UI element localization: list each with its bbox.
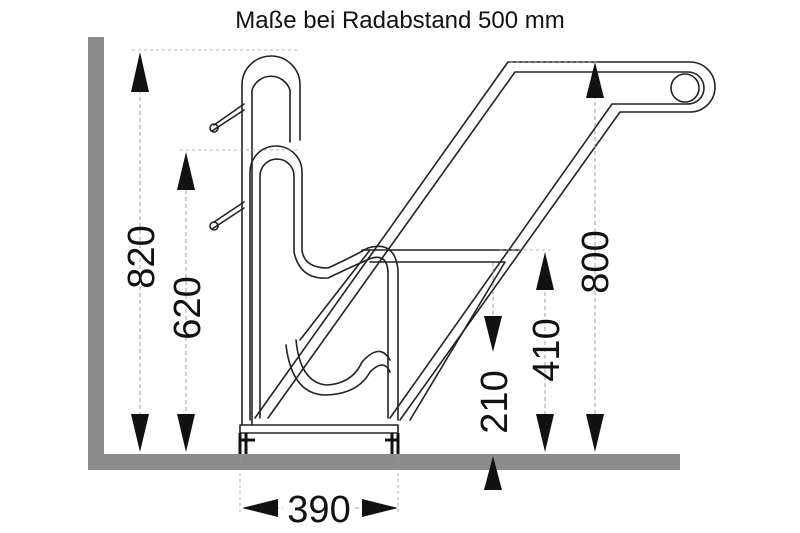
arrow-800-down	[586, 414, 604, 452]
platform	[361, 249, 521, 421]
dim-label-390: 390	[287, 489, 350, 531]
dim-label-800: 800	[575, 230, 617, 293]
inner-holder-inner	[259, 158, 389, 419]
dim-label-820: 820	[121, 225, 163, 288]
upper-arm-end	[209, 123, 219, 133]
arrow-390-right	[362, 499, 398, 517]
dimension-labels: 820 620 800 410 210 390	[121, 225, 617, 531]
arrow-820-down	[131, 414, 149, 452]
ramp-end-ring	[670, 73, 700, 103]
arrow-210-up	[484, 456, 502, 490]
arrow-210-down	[484, 316, 502, 352]
ext-390	[239, 455, 399, 515]
dim-label-410: 410	[526, 318, 568, 381]
platform-brace	[299, 249, 371, 341]
outer-upright-inner	[251, 75, 291, 426]
outer-upright	[241, 55, 301, 426]
drawing-title: Maße bei Radabstand 500 mm	[235, 7, 565, 34]
lower-cradle-inner	[285, 344, 391, 396]
lower-cradle	[295, 339, 391, 386]
wall-and-floor	[88, 37, 680, 470]
arrow-410-down	[536, 414, 554, 452]
inner-holder	[249, 145, 399, 421]
arrow-820-up	[131, 52, 149, 92]
dim-label-210: 210	[474, 370, 516, 433]
dim-label-620: 620	[167, 276, 209, 339]
upper-arm	[211, 103, 245, 132]
bike-rack-frame	[209, 55, 716, 454]
arrow-410-up	[536, 252, 554, 290]
ramp-rail-outer	[254, 61, 716, 421]
extension-lines	[132, 49, 600, 515]
arrowheads	[131, 52, 604, 517]
arrow-390-left	[242, 499, 278, 517]
lower-arm	[211, 201, 245, 230]
arrow-620-down	[177, 414, 195, 452]
lower-arm-end	[209, 221, 219, 231]
ramp-rail-inner	[267, 71, 705, 419]
floor	[88, 454, 680, 470]
arrow-620-up	[177, 152, 195, 190]
base-feet	[238, 433, 400, 454]
wall	[88, 37, 104, 470]
arrow-800-up	[586, 62, 604, 98]
base-plate	[239, 424, 399, 434]
